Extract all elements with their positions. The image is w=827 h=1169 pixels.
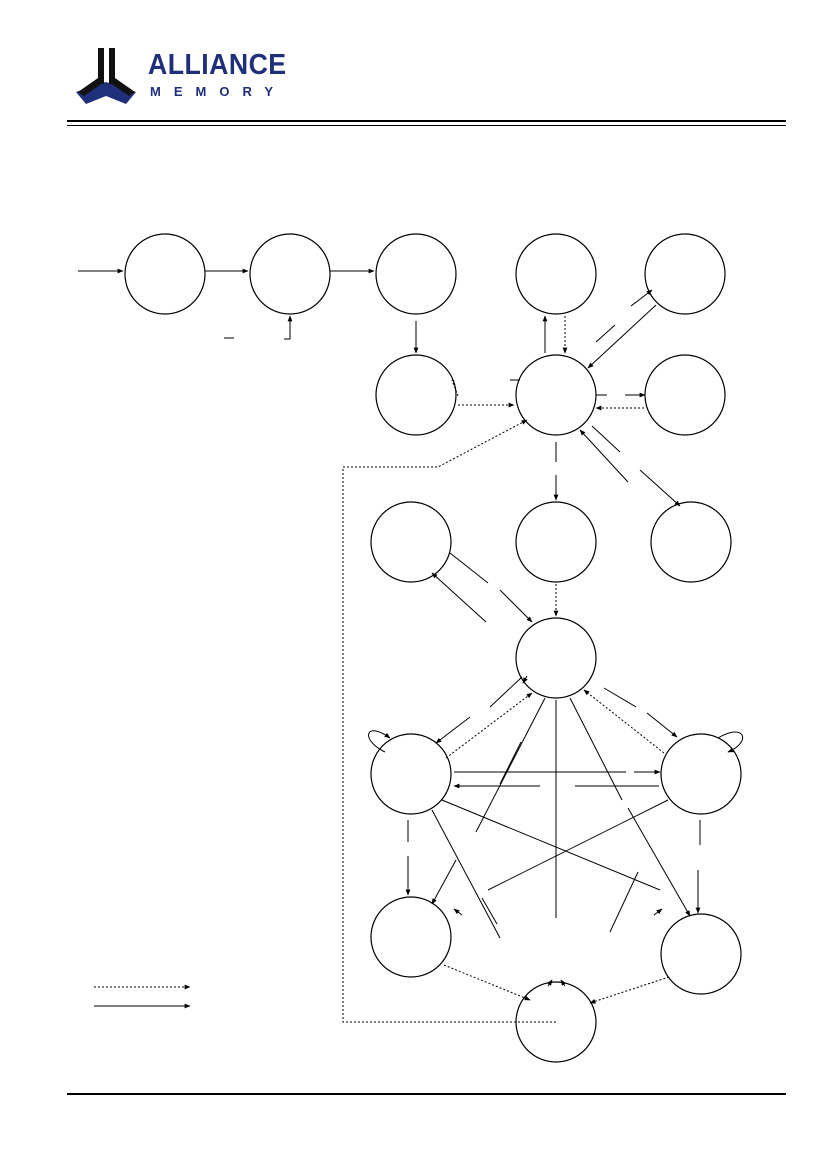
state-node (660, 913, 742, 995)
transition-arrow (639, 469, 681, 507)
header-rule-thin (67, 125, 786, 126)
transition-arrow (481, 897, 498, 925)
transition-arrow (627, 807, 691, 917)
state-node (370, 896, 452, 978)
transition-arrow (560, 979, 566, 987)
state-node (515, 501, 597, 583)
dotted-transition (342, 419, 556, 1023)
state-node (644, 233, 726, 315)
header-rule (67, 120, 786, 122)
transition-arrow (630, 289, 653, 307)
transition-arrow (453, 908, 463, 916)
transition-arrow (487, 799, 669, 891)
transition-arrow (579, 429, 629, 483)
transition-arrow (603, 687, 637, 708)
transition-arrow (609, 871, 639, 933)
transition-arrow (646, 712, 678, 738)
company-name: ALLIANCE (148, 49, 287, 81)
state-node (370, 733, 452, 815)
state-node (124, 233, 206, 315)
dotted-transition (451, 379, 459, 397)
alliance-memory-logo-icon (76, 48, 136, 104)
transition-arrow (547, 979, 553, 987)
state-node (515, 233, 597, 315)
self-loop (368, 730, 391, 753)
transition-arrow (587, 304, 657, 369)
state-node (515, 617, 597, 699)
transition-arrow (489, 676, 523, 708)
state-node (644, 354, 726, 436)
transition-arrow (431, 572, 487, 623)
dotted-transition (589, 976, 670, 1004)
transition-arrow (522, 675, 528, 684)
transition-arrow (449, 552, 489, 584)
state-node (249, 233, 331, 315)
state-node (375, 354, 457, 436)
transition-arrow (441, 799, 661, 891)
dotted-transition (445, 692, 533, 759)
state-node (375, 233, 457, 315)
company-logo: ALLIANCE MEMORY (76, 44, 286, 110)
transition-arrow (591, 425, 621, 453)
state-node (660, 733, 742, 815)
transition-arrow (653, 908, 663, 916)
transition-arrow (435, 716, 471, 744)
state-node (650, 501, 732, 583)
self-loop (717, 731, 744, 753)
transition-arrow (284, 315, 293, 340)
dotted-transition (443, 964, 531, 1001)
company-subname: MEMORY (150, 84, 287, 99)
transition-arrow (431, 859, 457, 905)
transition-arrow (499, 741, 522, 785)
footer-rule (67, 1093, 786, 1095)
transition-arrow (475, 697, 546, 833)
transition-arrow (431, 809, 501, 939)
state-node (370, 501, 452, 583)
legend (94, 984, 191, 1009)
transition-arrow (499, 589, 533, 623)
state-node (515, 354, 597, 436)
transition-arrow (569, 697, 623, 801)
dotted-transition (583, 689, 665, 754)
transition-arrow (595, 324, 616, 343)
